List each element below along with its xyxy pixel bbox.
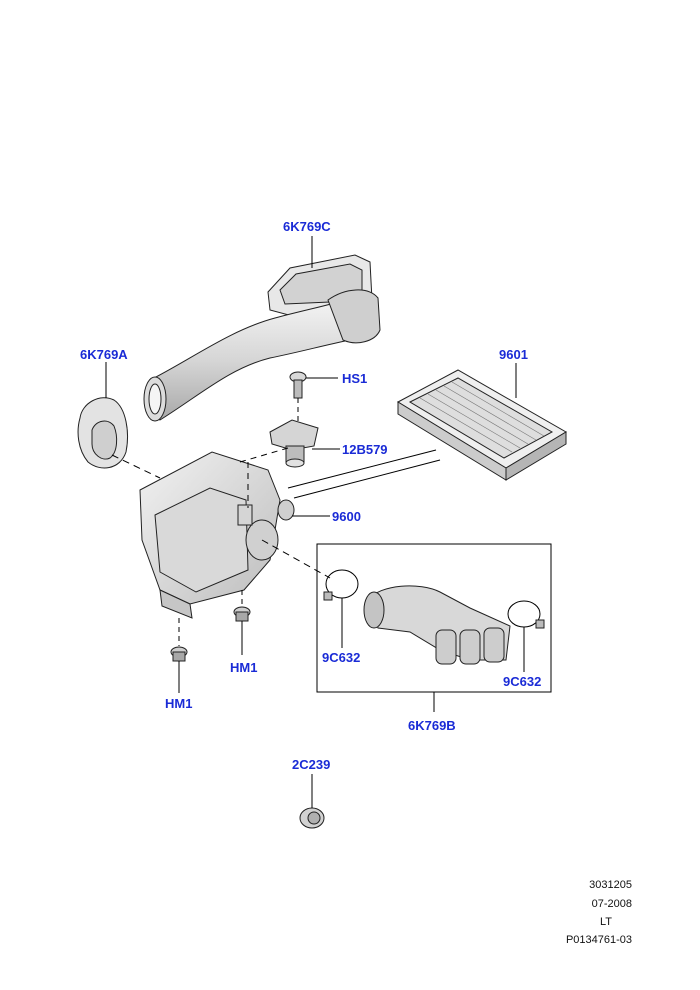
grommet-2c239 <box>299 807 325 829</box>
clip-9c632-right <box>507 600 545 629</box>
sensor-bracket-12b579 <box>269 419 319 468</box>
label-6k769b: 6K769B <box>408 718 456 733</box>
reference-region: LT <box>599 916 612 928</box>
label-9601: 9601 <box>499 347 528 362</box>
resonator-mesh-6k769a <box>77 397 128 469</box>
reference-date: 07-2008 <box>591 898 632 910</box>
air-cleaner-9600 <box>139 451 295 619</box>
air-filter-9601 <box>396 369 567 481</box>
outlet-duct-6k769b <box>363 585 511 665</box>
label-hm1-right: HM1 <box>230 660 258 675</box>
label-9c632-right: 9C632 <box>503 674 542 689</box>
label-9600: 9600 <box>332 509 361 524</box>
dash-box-to-bracket <box>239 447 289 463</box>
label-hm1-left: HM1 <box>165 696 193 711</box>
label-2c239: 2C239 <box>292 757 331 772</box>
dash-box-to-clip <box>261 539 331 579</box>
label-12b579: 12B579 <box>342 442 388 457</box>
screw-hs1 <box>289 371 307 399</box>
line-filter-to-box-1 <box>287 449 437 489</box>
label-6k769c: 6K769C <box>283 219 331 234</box>
reference-number: 3031205 <box>589 879 632 891</box>
clip-9c632-left <box>323 569 359 601</box>
line-filter-to-box-2 <box>293 459 441 499</box>
intake-duct-6k769c <box>143 254 381 422</box>
label-6k769a: 6K769A <box>80 347 128 362</box>
label-9c632-left: 9C632 <box>322 650 361 665</box>
reference-illustration-id: P0134761-03 <box>565 934 632 946</box>
mount-hm1-left <box>170 646 188 662</box>
label-hs1: HS1 <box>342 371 368 386</box>
mount-hm1-right <box>233 606 251 622</box>
dash-6k769a <box>111 454 161 479</box>
